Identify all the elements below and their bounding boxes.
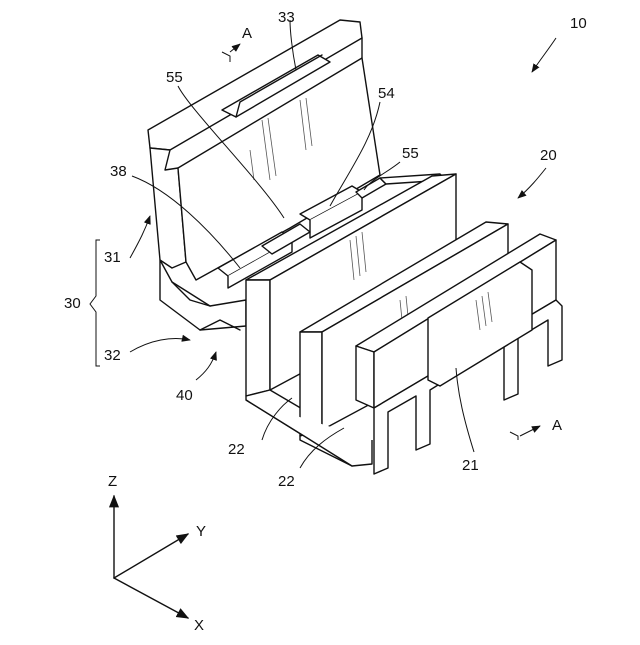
label-section-a-top: A (242, 25, 252, 42)
coordinate-axes (114, 496, 188, 618)
label-22-bottom: 22 (278, 473, 295, 490)
label-22-left: 22 (228, 441, 245, 458)
y-axis (114, 534, 188, 578)
label-54: 54 (378, 85, 395, 102)
label-55-right: 55 (402, 145, 419, 162)
section-marker-top (222, 44, 240, 62)
label-section-a-bottom: A (552, 417, 562, 434)
brace-30 (90, 240, 100, 366)
axis-label-y: Y (196, 523, 206, 540)
axis-label-z: Z (108, 473, 117, 490)
label-40: 40 (176, 387, 193, 404)
x-axis (114, 578, 188, 618)
label-55-top: 55 (166, 69, 183, 86)
section-marker-bottom (510, 426, 540, 440)
label-38: 38 (110, 163, 127, 180)
label-20: 20 (540, 147, 557, 164)
label-21: 21 (462, 457, 479, 474)
label-30: 30 (64, 295, 81, 312)
label-33: 33 (278, 9, 295, 26)
label-32: 32 (104, 347, 121, 364)
label-10: 10 (570, 15, 587, 32)
label-31: 31 (104, 249, 121, 266)
axis-label-x: X (194, 617, 204, 634)
